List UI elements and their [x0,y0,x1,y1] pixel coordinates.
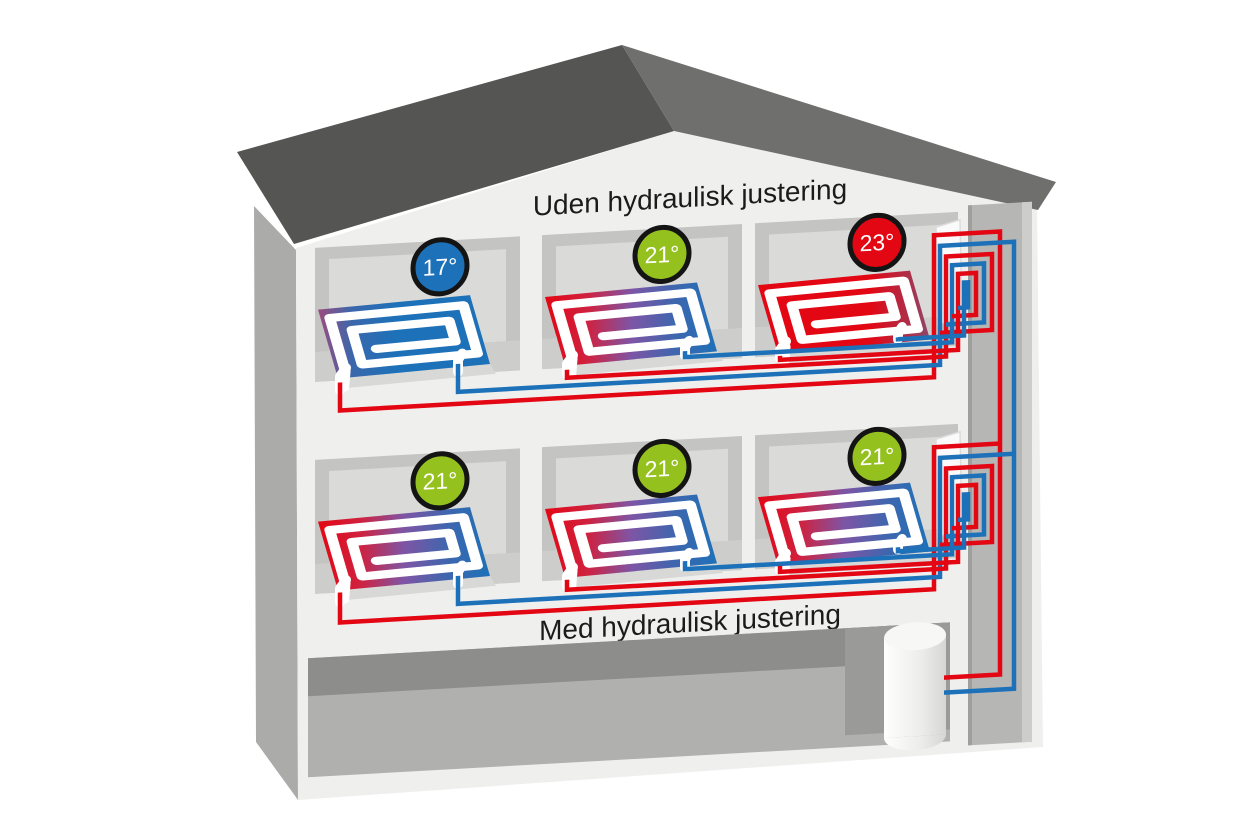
return-pipe-upper-3 [777,270,979,363]
return-pipe-upper-1-and-riser [337,229,1003,680]
pipework-lower-floor [337,441,1014,625]
supply-pipe-lower-2 [682,473,987,572]
roof-right-slope [622,45,1056,210]
svg-text:21°: 21° [860,442,895,470]
temperature-badge-lower-2: 21° [632,438,692,498]
svg-text:21°: 21° [423,467,458,495]
supply-pipe-lower-1 [455,451,1014,607]
svg-text:23°: 23° [860,228,895,256]
supply-pipe-upper-1-and-riser [455,239,1017,695]
temperature-badge-upper-1: 17° [410,237,470,297]
supply-pipe-lower-3 [895,491,971,554]
temperature-badge-lower-3: 21° [847,426,907,486]
temperature-badge-upper-2: 21° [632,224,692,284]
return-pipe-upper-2 [564,251,995,381]
supply-pipe-upper-3 [895,279,971,342]
return-pipe-lower-1 [337,441,1000,625]
roof-left-slope [237,45,674,244]
house-side-wall-left [254,206,298,800]
svg-text:21°: 21° [645,240,680,268]
boiler-cylinder [884,622,946,751]
return-pipe-lower-2 [564,463,995,593]
pipework-upper-floor [337,229,1017,695]
return-pipe-lower-3 [777,482,979,575]
supply-pipe-upper-2 [682,261,987,360]
temperature-badge-upper-3: 23° [847,212,907,272]
temperature-badge-lower-1: 21° [410,451,470,511]
svg-text:21°: 21° [645,454,680,482]
svg-text:17°: 17° [423,253,458,281]
